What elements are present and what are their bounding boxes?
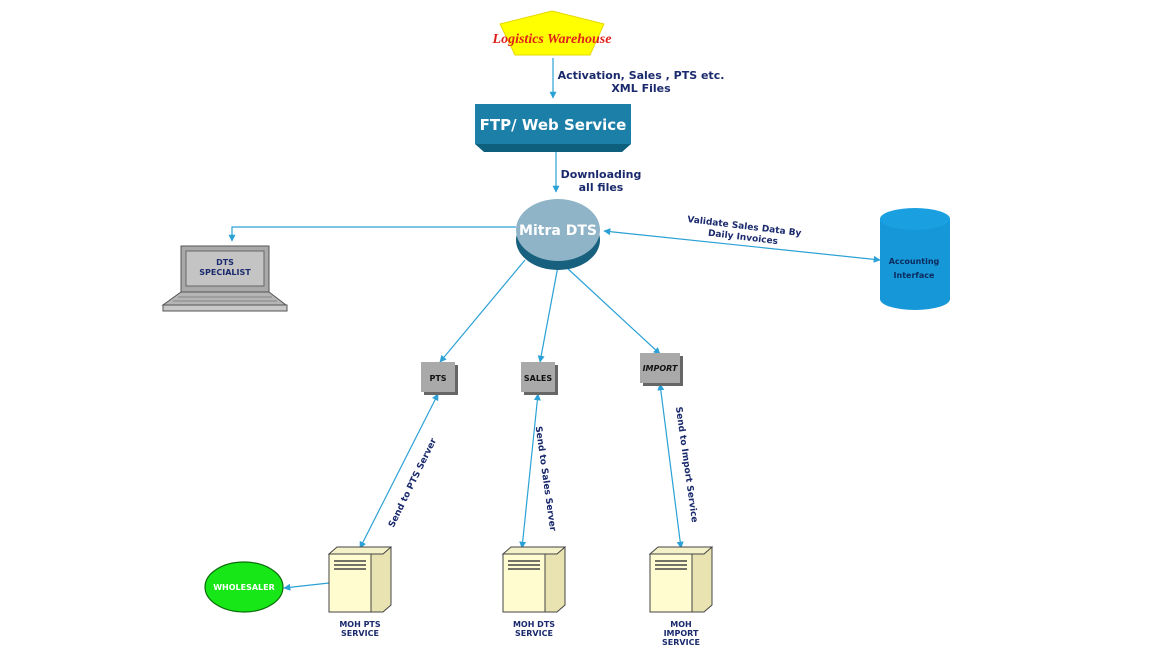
connectors (228, 58, 881, 591)
activation-label-line2: XML Files (611, 82, 671, 95)
moh-import-server (648, 546, 714, 613)
pts-box: PTS (421, 362, 458, 395)
edge-sales-moh-dts (519, 393, 541, 549)
wholesaler-node: WHOLESALER (204, 561, 284, 613)
mitra-dts-node: Mitra DTS (516, 199, 600, 270)
send-import-label: Send to Import Service (673, 406, 699, 523)
send-sales-label: Send to Sales Server (533, 426, 558, 533)
moh-dts-server (501, 546, 567, 613)
edge-moh-pts-wholesaler (283, 582, 330, 591)
moh-import-label-line1: MOH (670, 620, 691, 629)
accounting-interface-node: Accounting Interface (880, 208, 950, 310)
import-box: IMPORT (640, 353, 683, 386)
sales-label: SALES (524, 374, 553, 383)
dts-specialist-label-line2: SPECIALIST (199, 268, 251, 277)
edge-mitra-accounting (603, 228, 881, 263)
accounting-label-line2: Interface (894, 271, 935, 280)
sales-box: SALES (521, 362, 558, 395)
edge-mitra-dts-specialist (228, 226, 516, 242)
accounting-label-line1: Accounting (889, 257, 940, 266)
edge-import-moh-import (657, 383, 684, 549)
import-label: IMPORT (643, 364, 678, 373)
dts-specialist-laptop: DTS SPECIALIST (161, 245, 288, 312)
edge-mitra-sales (537, 265, 559, 363)
send-pts-label: Send to PTS Server (387, 436, 439, 529)
mitra-label: Mitra DTS (519, 223, 597, 239)
warehouse-node: Logistics Warehouse (492, 10, 612, 56)
moh-pts-label-line2: SERVICE (341, 629, 379, 638)
dts-specialist-label-line1: DTS (216, 258, 234, 267)
wholesaler-label: WHOLESALER (213, 583, 275, 592)
edge-mitra-import (565, 266, 661, 355)
ftp-web-service-node: FTP/ Web Service (475, 104, 631, 152)
moh-dts-label-line2: SERVICE (515, 629, 553, 638)
pts-label: PTS (429, 374, 446, 383)
validate-label: Validate Sales Data By Daily Invoices (687, 215, 802, 247)
ftp-label: FTP/ Web Service (480, 116, 627, 134)
edge-pts-moh-pts (359, 393, 439, 549)
moh-pts-server (327, 546, 393, 613)
moh-pts-label-line1: MOH PTS (339, 620, 381, 629)
downloading-label-line1: Downloading (561, 168, 642, 181)
edge-mitra-pts (439, 259, 526, 363)
downloading-label-line2: all files (579, 181, 624, 194)
warehouse-label: Logistics Warehouse (492, 32, 612, 47)
moh-dts-label-line1: MOH DTS (513, 620, 555, 629)
moh-import-label-line3: SERVICE (662, 638, 700, 647)
activation-label-line1: Activation, Sales , PTS etc. (558, 69, 725, 82)
moh-import-label-line2: IMPORT (664, 629, 699, 638)
